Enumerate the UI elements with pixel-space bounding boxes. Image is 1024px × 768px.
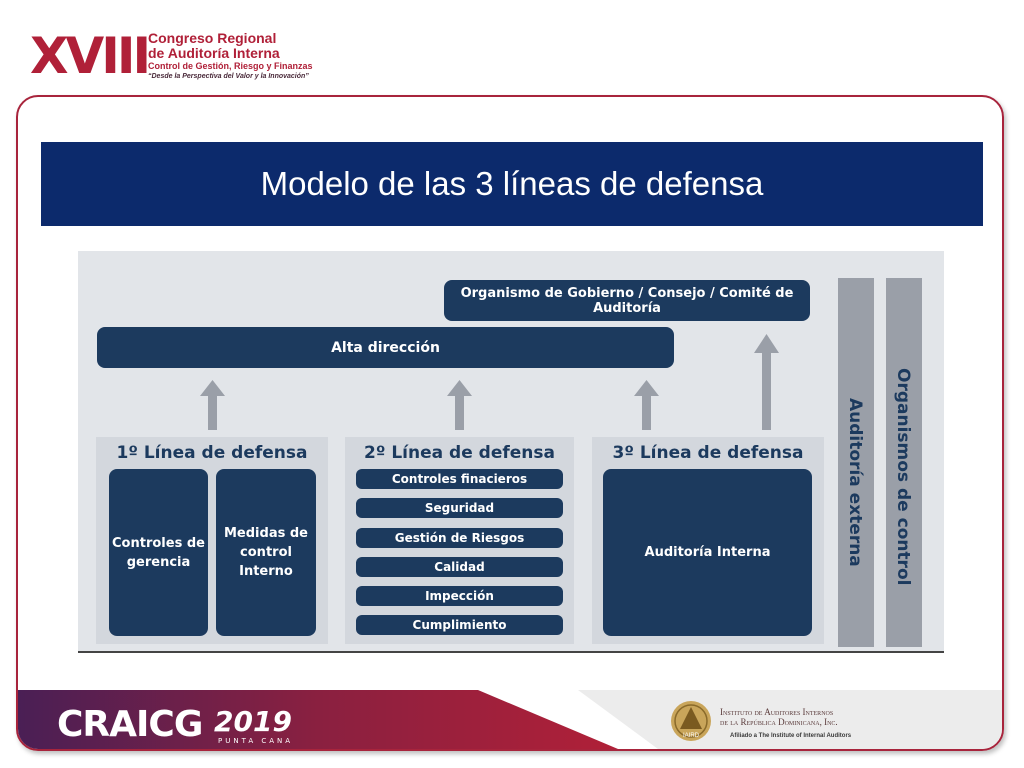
second-line-item: Calidad [356,557,563,577]
institute-affiliation: Afiliado a The Institute of Internal Aud… [730,733,852,739]
external-audit-bar [838,278,874,647]
second-line-item: Impección [356,586,563,606]
second-line-item: Controles finacieros [356,469,563,489]
logo-line-2: de Auditoría Interna [148,45,280,61]
institute-name: Instituto de Auditores Internos de la Re… [720,707,838,727]
second-line-title: 2º Línea de defensa [364,443,555,463]
management-controls-box: Controles de gerencia [109,469,208,636]
xviii-logo: XVIII [30,27,151,85]
title-bar: Modelo de las 3 líneas de defensa [41,142,983,226]
governing-body-box: Organismo de Gobierno / Consejo / Comité… [444,280,810,321]
internal-control-measures-box: Medidas de control Interno [216,469,316,636]
senior-management-box: Alta dirección [97,327,674,368]
congress-logo-text: Congreso Regional de Auditoría Interna C… [148,31,313,82]
iaird-seal-icon: IAIRD [671,701,711,741]
logo-tagline: “Desde la Perspectiva del Valor y la Inn… [148,73,309,80]
control-bodies-label: Organismos de control [893,368,913,586]
institute-line-2: de la República Dominicana, Inc. [720,717,838,727]
first-line-title: 1º Línea de defensa [116,443,308,463]
iaird-seal-text: IAIRD [683,733,700,739]
craicg-location: PUNTA CANA [218,737,294,745]
institute-line-1: Instituto de Auditores Internos [720,707,834,717]
internal-audit-box: Auditoría Interna [603,469,812,636]
control-bodies-bar [886,278,922,647]
craicg-logo: CRAICG [57,704,203,745]
slide-title: Modelo de las 3 líneas de defensa [260,165,764,202]
second-line-item: Cumplimiento [356,615,563,635]
logo-line-1: Congreso Regional [148,30,277,46]
logo-line-3: Control de Gestión, Riesgo y Finanzas [148,61,313,71]
second-line-item: Gestión de Riesgos [356,528,563,548]
craicg-year: 2019 [214,705,292,738]
third-line-title: 3º Línea de defensa [612,443,804,463]
second-line-item: Seguridad [356,498,563,518]
external-audit-label: Auditoría externa [845,398,865,567]
slide-frame [16,95,1004,751]
